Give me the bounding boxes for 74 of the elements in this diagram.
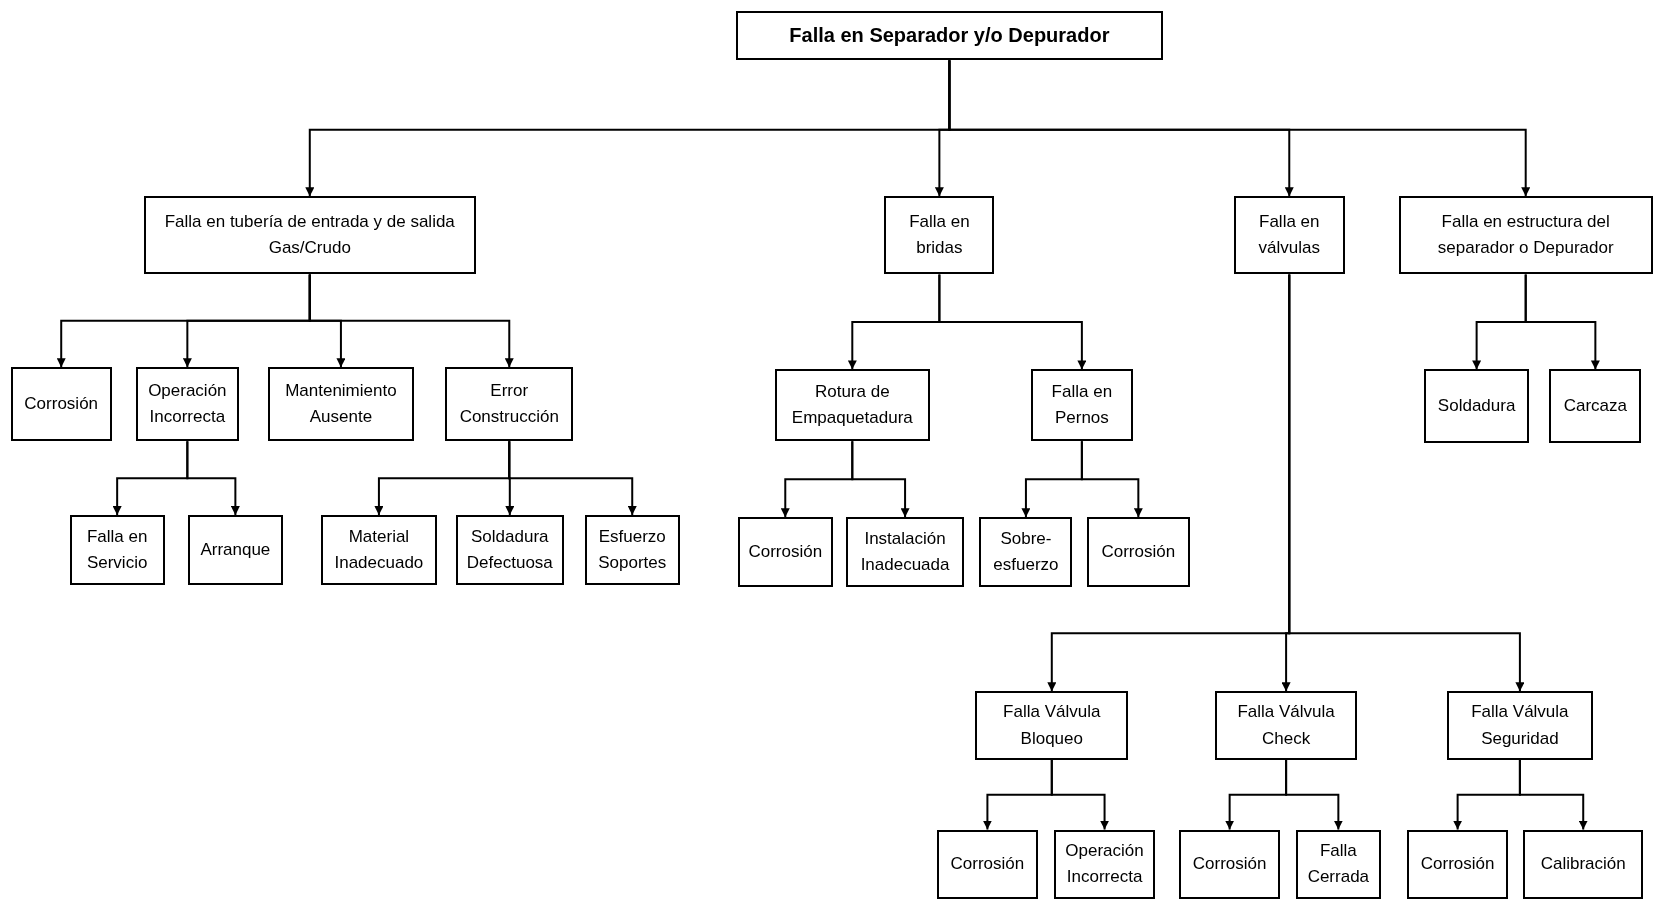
box-label: Mantenimiento Ausente: [284, 379, 398, 429]
box-label: Soldadura: [1437, 395, 1516, 418]
process-box: [187, 515, 283, 585]
arrow: [1050, 758, 1110, 831]
process-box: [1296, 829, 1381, 900]
arrow: [308, 273, 514, 369]
arrow: [508, 440, 637, 517]
process-box: [1031, 369, 1133, 442]
box-label: Falla Cerrada: [1306, 840, 1371, 889]
process-box: [455, 515, 564, 585]
box-label: Falla en tubería de entrada y de salida Gas/Crudo: [163, 211, 456, 260]
process-box: [1087, 517, 1190, 587]
box-label: Corrosión: [748, 540, 823, 563]
process-box: [975, 691, 1129, 760]
process-box: [1178, 829, 1281, 900]
box-label: Calibración: [1540, 853, 1626, 876]
box-label: Error Construcción: [458, 379, 560, 429]
box-label: Falla Válvula Check: [1236, 701, 1336, 750]
process-box: [1423, 369, 1530, 444]
process-box: [884, 196, 995, 275]
process-box: [1233, 196, 1345, 275]
process-box: [1214, 691, 1358, 760]
process-box: [584, 515, 680, 585]
process-box: [268, 367, 414, 442]
process-box: [774, 369, 930, 442]
process-box: [1523, 829, 1644, 900]
process-box: [69, 515, 165, 585]
process-box: [1447, 691, 1593, 760]
process-box: [1398, 196, 1653, 275]
box-label: Esfuerzo Soportes: [597, 525, 668, 574]
process-box: [737, 517, 833, 587]
box-label: Falla Válvula Seguridad: [1470, 701, 1570, 750]
box-label: Falla Válvula Bloqueo: [1002, 701, 1102, 750]
box-label: Falla en Pernos: [1050, 380, 1114, 430]
box-label: Sobre-esfuerzo: [992, 527, 1060, 576]
box-label: Corrosión: [1192, 853, 1267, 876]
process-box: [979, 517, 1073, 587]
process-box: [1406, 829, 1509, 900]
box-label: Falla en bridas: [908, 211, 971, 260]
process-box: [445, 367, 574, 442]
box-label: Instalación Inadecuada: [859, 527, 951, 576]
box-label: Falla en Servicio: [85, 525, 149, 574]
process-box: [937, 829, 1038, 900]
box-label: Corrosión: [1101, 540, 1176, 563]
arrow: [1518, 758, 1588, 831]
arrow: [851, 440, 910, 519]
box-label: Operación Incorrecta: [1064, 840, 1145, 889]
process-box: [10, 367, 112, 442]
box-label: Corrosión: [1420, 853, 1495, 876]
arrow: [1285, 758, 1343, 831]
box-label: Material Inadecuado: [333, 525, 425, 574]
box-label: Carcaza: [1563, 395, 1627, 418]
arrow: [1080, 440, 1143, 519]
box-label: Rotura de Empaquetadura: [790, 380, 914, 430]
process-box: [136, 367, 239, 442]
arrow: [948, 59, 1531, 198]
box-label: Falla en válvulas: [1257, 211, 1321, 260]
arrow: [1524, 273, 1600, 371]
box-label: Falla en estructura del separador o Depurador: [1436, 211, 1615, 260]
arrow: [938, 273, 1087, 371]
box-label: Soldadura Defectuosa: [465, 525, 554, 574]
arrow: [186, 440, 240, 517]
box-label: Operación Incorrecta: [147, 379, 228, 429]
arrow: [1288, 273, 1525, 693]
root-box: [735, 10, 1164, 61]
process-box: [1549, 369, 1642, 444]
box-label: Arranque: [200, 538, 271, 561]
process-box: [320, 515, 437, 585]
process-box: [1054, 829, 1155, 900]
process-box: [143, 196, 476, 275]
process-box: [846, 517, 964, 587]
box-label: Corrosión: [24, 393, 99, 416]
box-label: Falla en Separador y/o Depurador: [789, 22, 1110, 48]
box-label: Corrosión: [950, 853, 1025, 876]
